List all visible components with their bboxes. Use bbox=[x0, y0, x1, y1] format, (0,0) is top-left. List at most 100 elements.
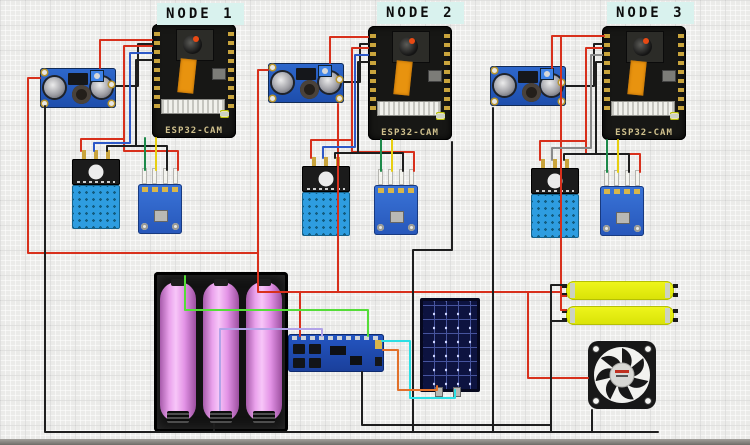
trimpot-icon bbox=[90, 70, 104, 82]
camera-lens-icon bbox=[183, 35, 202, 54]
sensor-pcb-icon bbox=[531, 168, 579, 194]
mount-hole-icon bbox=[172, 223, 179, 230]
pin-header-icon bbox=[154, 32, 160, 110]
mosfet-icon bbox=[309, 358, 321, 368]
camera-ribbon-icon bbox=[393, 60, 413, 96]
sensor-pcb-icon bbox=[138, 184, 182, 234]
capacitor-icon bbox=[44, 77, 65, 98]
wire-black-bottom-bus bbox=[44, 105, 659, 433]
inductor-icon bbox=[522, 83, 541, 102]
pin-header-icon bbox=[604, 34, 610, 112]
sensor-pins-icon bbox=[72, 150, 120, 159]
image-bottom-edge bbox=[0, 439, 750, 445]
pad-icon bbox=[109, 101, 114, 106]
shield-can-icon bbox=[212, 68, 226, 80]
camera-module-icon bbox=[176, 29, 214, 61]
dht11-grid-icon bbox=[531, 194, 579, 238]
fpc-connector-icon bbox=[377, 101, 441, 116]
mount-hole-icon bbox=[634, 225, 641, 232]
sensor-pcb-icon bbox=[600, 186, 644, 236]
wire-red-node2-drop bbox=[257, 69, 269, 254]
fpc-connector-icon bbox=[611, 101, 675, 116]
capacitor-icon bbox=[272, 72, 293, 93]
shield-can-icon bbox=[428, 70, 442, 82]
camera-module-icon bbox=[626, 31, 664, 63]
buck-converter-node1 bbox=[40, 68, 116, 108]
camera-module-icon bbox=[392, 31, 430, 63]
sensor-pcb-icon bbox=[302, 166, 350, 192]
pad-icon bbox=[42, 70, 47, 75]
bmp180-sensor-node3 bbox=[600, 170, 644, 236]
capacitor-icon bbox=[494, 75, 515, 96]
wire-black-esp3-dht3 bbox=[563, 61, 603, 161]
protection-ic-icon bbox=[350, 356, 362, 365]
sensor-pcb-icon bbox=[374, 185, 418, 235]
led-contact-icon bbox=[562, 284, 567, 288]
board-label: ESP32-CAM bbox=[615, 128, 673, 138]
camera-ribbon-icon bbox=[177, 58, 197, 94]
mount-hole-icon bbox=[377, 224, 384, 231]
cob-led-strip-1 bbox=[562, 281, 678, 300]
fan-icon bbox=[588, 341, 656, 409]
esp32-cam-board-node2: ESP32-CAM bbox=[368, 26, 452, 140]
regulator-ic-icon bbox=[68, 73, 88, 85]
output-pad-icon bbox=[375, 340, 382, 349]
bmp180-sensor-node2 bbox=[374, 169, 418, 235]
esp32-cam-board-node3: ESP32-CAM bbox=[602, 26, 686, 140]
board-label: ESP32-CAM bbox=[165, 126, 223, 136]
board-label: ESP32-CAM bbox=[381, 128, 439, 138]
bmp180-sensor-node1 bbox=[138, 168, 182, 234]
pressure-sensor-chip-icon bbox=[616, 212, 630, 224]
mount-hole-icon bbox=[603, 225, 610, 232]
led-contact-icon bbox=[673, 318, 678, 322]
inductor-icon bbox=[72, 85, 91, 104]
dht11-grid-icon bbox=[302, 192, 350, 236]
wire-red-esp2-bmp2 bbox=[351, 139, 415, 172]
sensor-pcb-icon bbox=[72, 159, 120, 185]
pad-icon bbox=[109, 82, 114, 87]
pad-icon bbox=[559, 99, 564, 104]
dht11-sensor-node2 bbox=[302, 157, 350, 236]
mosfet-icon bbox=[293, 358, 305, 368]
wire-red-node3-feed bbox=[551, 35, 605, 69]
trimpot-icon bbox=[318, 65, 332, 77]
bms-charger-board bbox=[288, 334, 384, 372]
sensor-dome-icon bbox=[318, 171, 334, 187]
sensor-dome-icon bbox=[547, 173, 563, 189]
mosfet-icon bbox=[293, 344, 305, 354]
regulator-ic-icon bbox=[296, 68, 316, 80]
pad-icon bbox=[337, 96, 342, 101]
battery-cell-icon bbox=[160, 279, 196, 423]
pad-icon bbox=[492, 99, 497, 104]
cob-led-strip-2 bbox=[562, 306, 678, 325]
pad-icon bbox=[42, 101, 47, 106]
wire-red-esp3-bmp3 bbox=[585, 140, 641, 173]
wire-black-buck2-esp2 bbox=[343, 43, 369, 83]
pad-icon bbox=[337, 77, 342, 82]
inductor-icon bbox=[300, 80, 319, 99]
pin-sleeves-icon bbox=[138, 168, 182, 184]
sensor-pins-icon bbox=[302, 157, 350, 166]
mosfet-icon bbox=[309, 344, 321, 354]
wire-red-buck2-esp2 bbox=[329, 36, 369, 64]
pin-header-icon bbox=[678, 34, 684, 112]
pad-icon bbox=[559, 80, 564, 85]
sensor-dome-icon bbox=[88, 164, 104, 180]
regulator-ic-icon bbox=[518, 71, 538, 83]
led-contact-icon bbox=[562, 293, 567, 297]
wire-red-buck1-esp1 bbox=[99, 39, 153, 69]
fpc-connector-icon bbox=[161, 99, 225, 114]
pin-header-icon bbox=[370, 34, 376, 112]
lens-dot-icon bbox=[409, 38, 415, 44]
buck-converter-node3 bbox=[490, 66, 566, 106]
dht11-sensor-node3 bbox=[531, 159, 579, 238]
pad-icon bbox=[270, 65, 275, 70]
solar-terminal-icon bbox=[435, 387, 443, 397]
mount-hole-icon bbox=[408, 224, 415, 231]
trimpot-icon bbox=[540, 68, 554, 80]
mount-hole-icon bbox=[141, 223, 148, 230]
node-2-label: NODE 2 bbox=[377, 2, 464, 24]
camera-lens-icon bbox=[633, 37, 652, 56]
led-contact-icon bbox=[562, 318, 567, 322]
